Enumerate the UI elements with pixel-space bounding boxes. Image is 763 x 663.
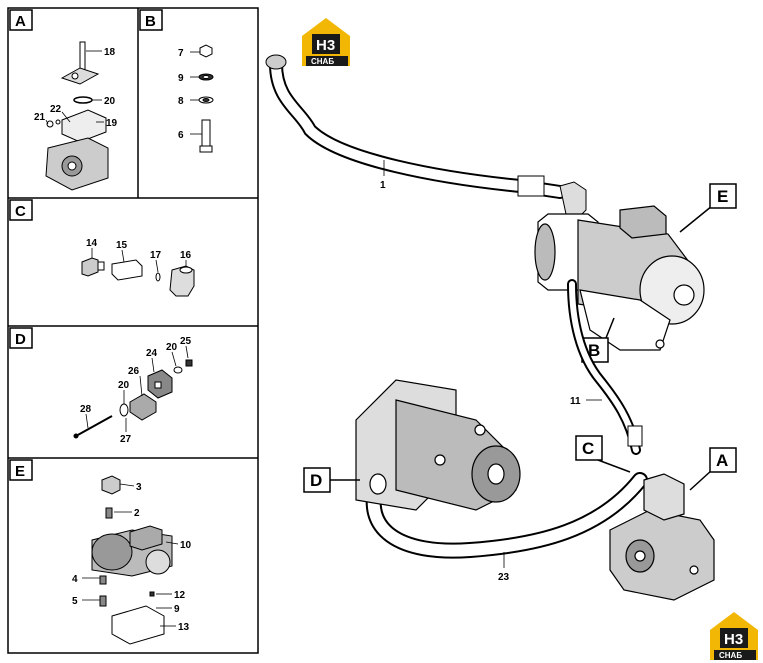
- label-3: 3: [136, 482, 142, 493]
- label-22: 22: [50, 104, 62, 115]
- label-9: 9: [178, 73, 184, 84]
- svg-text:CHAБ: CHAБ: [311, 57, 334, 66]
- left-panel-frame: [7, 7, 259, 654]
- hose-1: [269, 57, 567, 199]
- svg-text:B: B: [145, 13, 156, 30]
- label-2: 2: [134, 508, 140, 519]
- svg-text:H3: H3: [316, 37, 335, 54]
- logo-top: H3 CHAБ: [302, 18, 350, 66]
- section-box-c: C: [9, 199, 33, 221]
- hose-23: [365, 472, 648, 559]
- label-18: 18: [104, 47, 116, 58]
- hose-label-23: 23: [498, 572, 510, 583]
- panel-e-drawing: [91, 475, 173, 645]
- panel-d-drawing: [73, 359, 193, 439]
- svg-text:C: C: [582, 439, 594, 458]
- panel-b-leaders: [190, 51, 202, 135]
- section-box-b: B: [139, 9, 163, 31]
- logo-bottom: H3 CHAБ: [710, 612, 758, 660]
- panel-b-drawing: [198, 44, 214, 153]
- label-9-e: 9: [174, 604, 180, 615]
- svg-text:A: A: [15, 13, 26, 30]
- left-pump-assembly: [355, 379, 521, 511]
- label-26: 26: [128, 366, 140, 377]
- label-6: 6: [178, 130, 184, 141]
- svg-text:E: E: [15, 463, 25, 480]
- label-8: 8: [178, 96, 184, 107]
- hose-1-fittings: [265, 54, 587, 221]
- hose-label-1: 1: [380, 180, 386, 191]
- section-box-d: D: [9, 327, 33, 349]
- motor-assembly: [534, 205, 705, 351]
- svg-text:H3: H3: [724, 631, 743, 648]
- label-28: 28: [80, 404, 92, 415]
- label-20-bottom: 20: [118, 380, 130, 391]
- callout-d: D: [303, 467, 360, 493]
- label-15: 15: [116, 240, 128, 251]
- section-box-a: A: [9, 9, 33, 31]
- label-13: 13: [178, 622, 190, 633]
- svg-text:E: E: [717, 187, 728, 206]
- callout-e: E: [679, 183, 737, 233]
- label-4: 4: [72, 574, 78, 585]
- label-20: 20: [104, 96, 116, 107]
- label-17: 17: [150, 250, 162, 261]
- hose-label-11: 11: [570, 396, 581, 407]
- hose-11-fitting: [627, 425, 643, 447]
- right-pump-assembly: [609, 473, 715, 601]
- svg-text:C: C: [15, 203, 26, 220]
- hose-11: [567, 279, 641, 455]
- svg-text:A: A: [716, 451, 728, 470]
- panel-c-leaders: [91, 248, 187, 273]
- label-14: 14: [86, 238, 98, 249]
- panel-c-drawing: [81, 257, 195, 297]
- label-27: 27: [120, 434, 132, 445]
- label-10: 10: [180, 540, 192, 551]
- label-24: 24: [146, 348, 158, 359]
- section-box-e: E: [9, 459, 33, 481]
- panel-d-leaders: [85, 345, 189, 432]
- label-5: 5: [72, 596, 78, 607]
- label-12: 12: [174, 590, 186, 601]
- label-25: 25: [180, 336, 192, 347]
- svg-text:B: B: [588, 341, 600, 360]
- panel-a-leaders: [45, 50, 104, 125]
- label-19: 19: [106, 118, 118, 129]
- panel-e-leaders: [82, 483, 179, 627]
- svg-text:D: D: [15, 331, 26, 348]
- callout-c: C: [575, 435, 631, 473]
- svg-text:D: D: [310, 471, 322, 490]
- panel-a-drawing: [45, 41, 109, 191]
- label-16: 16: [180, 250, 192, 261]
- label-20-top: 20: [166, 342, 178, 353]
- label-7: 7: [178, 48, 184, 59]
- label-21: 21: [34, 112, 46, 123]
- svg-text:CHAБ: CHAБ: [719, 651, 742, 660]
- callout-a: A: [689, 447, 737, 491]
